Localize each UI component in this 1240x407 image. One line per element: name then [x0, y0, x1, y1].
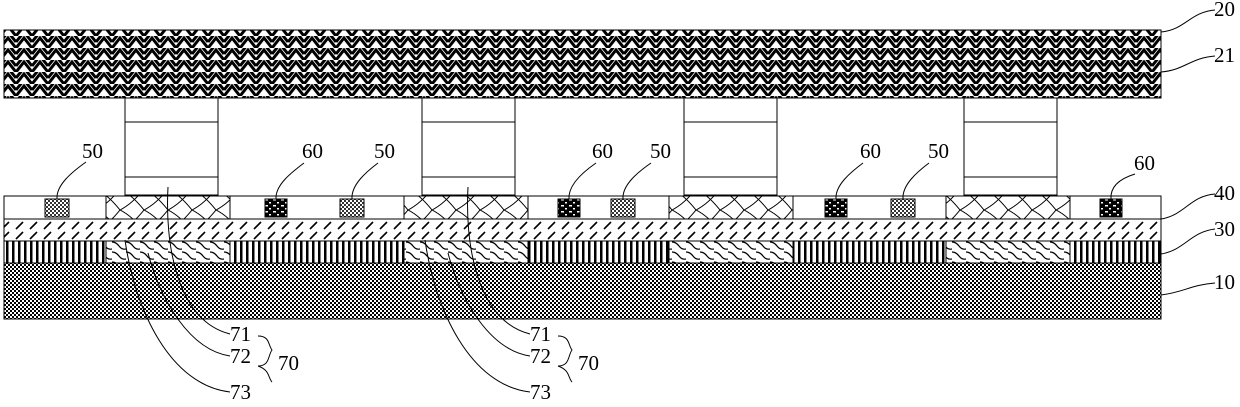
label-21: 21	[1214, 43, 1235, 67]
element-50	[611, 199, 635, 217]
layer-40	[4, 219, 1161, 241]
element-60	[265, 199, 287, 217]
label-70: 70	[278, 351, 299, 375]
label-71: 71	[230, 322, 251, 346]
element-50	[340, 199, 364, 217]
cover-layer	[4, 30, 1161, 98]
element-60	[1100, 199, 1122, 217]
label-70: 70	[578, 351, 599, 375]
label-60: 60	[302, 139, 323, 163]
label-60: 60	[860, 139, 881, 163]
label-10: 10	[1214, 270, 1235, 294]
label-71: 71	[530, 322, 551, 346]
top-element-row	[4, 196, 1161, 219]
label-40: 40	[1214, 181, 1235, 205]
label-50: 50	[928, 139, 949, 163]
label-72: 72	[530, 344, 551, 368]
label-73: 73	[530, 380, 551, 404]
element-60	[558, 199, 580, 217]
element-60	[825, 199, 847, 217]
element-50	[45, 199, 69, 217]
spacer-posts	[125, 98, 1057, 195]
label-50: 50	[82, 139, 103, 163]
label-72: 72	[230, 344, 251, 368]
label-50: 50	[650, 139, 671, 163]
label-50: 50	[374, 139, 395, 163]
label-20: 20	[1214, 0, 1235, 21]
label-60: 60	[592, 139, 613, 163]
label-30: 30	[1214, 217, 1235, 241]
leader-lines-right	[1161, 10, 1215, 295]
element-50	[891, 199, 915, 217]
layer-30	[4, 241, 1161, 263]
substrate-10	[4, 263, 1161, 319]
label-60: 60	[1134, 151, 1155, 175]
label-73: 73	[230, 380, 251, 404]
